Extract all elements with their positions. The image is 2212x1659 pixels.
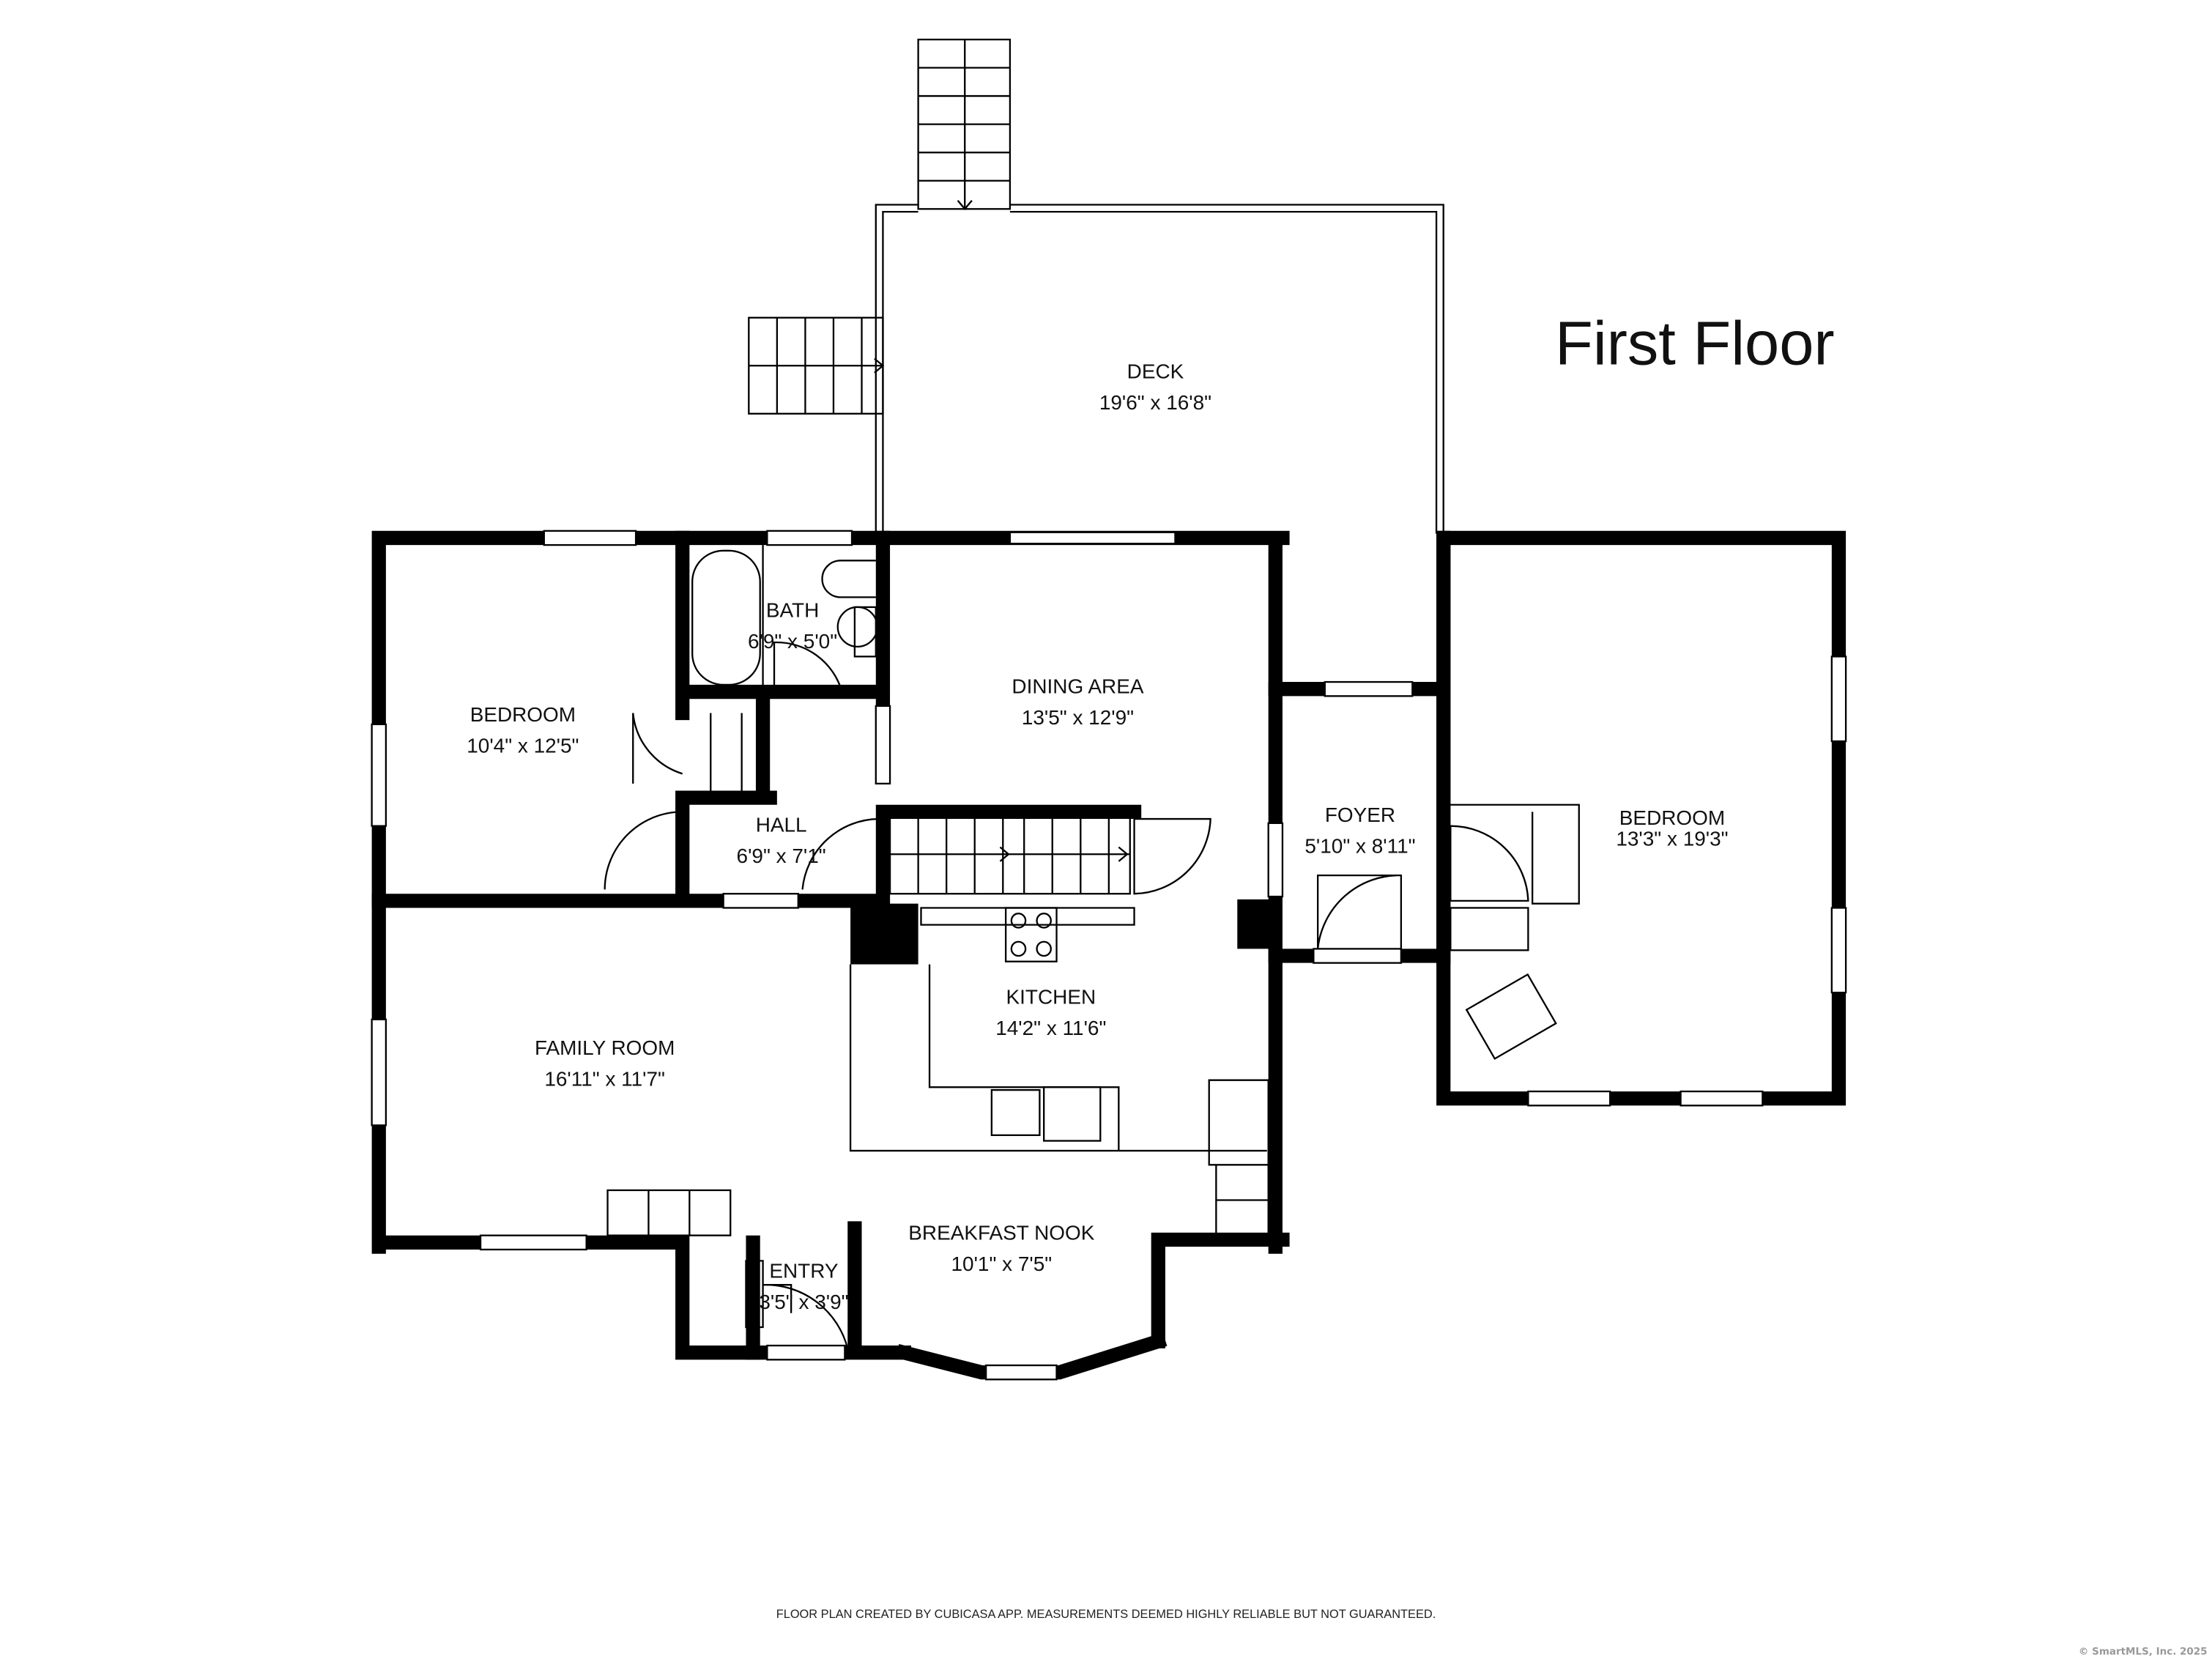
deck-stairs-left (748, 316, 885, 415)
interior-stairs (888, 815, 1131, 895)
footer-disclaimer: FLOOR PLAN CREATED BY CUBICASA APP. MEAS… (776, 1608, 1436, 1621)
fixtures (604, 545, 1580, 1349)
room-name-deck: DECK (1127, 360, 1184, 383)
room-name-kitchen: KITCHEN (1006, 986, 1096, 1009)
room-size-kitchen: 14'2" x 11'6" (995, 1017, 1106, 1039)
copyright: © SmartMLS, Inc. 2025 (2079, 1646, 2208, 1658)
room-name-entry: ENTRY (769, 1260, 839, 1283)
windows (371, 530, 1847, 1381)
deck-stairs-top (917, 38, 1012, 211)
room-size-family: 16'11" x 11'7" (544, 1067, 665, 1090)
room-size-deck: 19'6" x 16'8" (1099, 391, 1211, 414)
room-size-bedroom-right: 13'3" x 19'3" (1616, 828, 1728, 850)
room-name-bath: BATH (766, 598, 819, 621)
room-name-foyer: FOYER (1325, 803, 1395, 826)
room-name-dining: DINING AREA (1012, 675, 1143, 697)
room-name-bedroom-left: BEDROOM (470, 703, 576, 726)
room-name-hall: HALL (756, 813, 807, 836)
room-size-entry: 3'5" x 3'9" (759, 1291, 848, 1313)
room-name-nook: BREAKFAST NOOK (908, 1221, 1094, 1244)
room-size-nook: 10'1" x 7'5" (951, 1252, 1053, 1275)
room-size-bedroom-left: 10'4" x 12'5" (467, 734, 579, 757)
floor-title: First Floor (1555, 308, 1835, 377)
room-size-hall: 6'9" x 7'1" (737, 845, 826, 867)
room-size-bath: 6'9" x 5'0" (748, 630, 837, 653)
walls (371, 530, 1847, 1380)
deck (748, 38, 1444, 534)
room-size-dining: 13'5" x 12'9" (1022, 706, 1134, 729)
room-name-bedroom-right: BEDROOM (1619, 806, 1725, 829)
room-name-family: FAMILY ROOM (535, 1036, 675, 1059)
room-size-foyer: 5'10" x 8'11" (1304, 834, 1415, 857)
